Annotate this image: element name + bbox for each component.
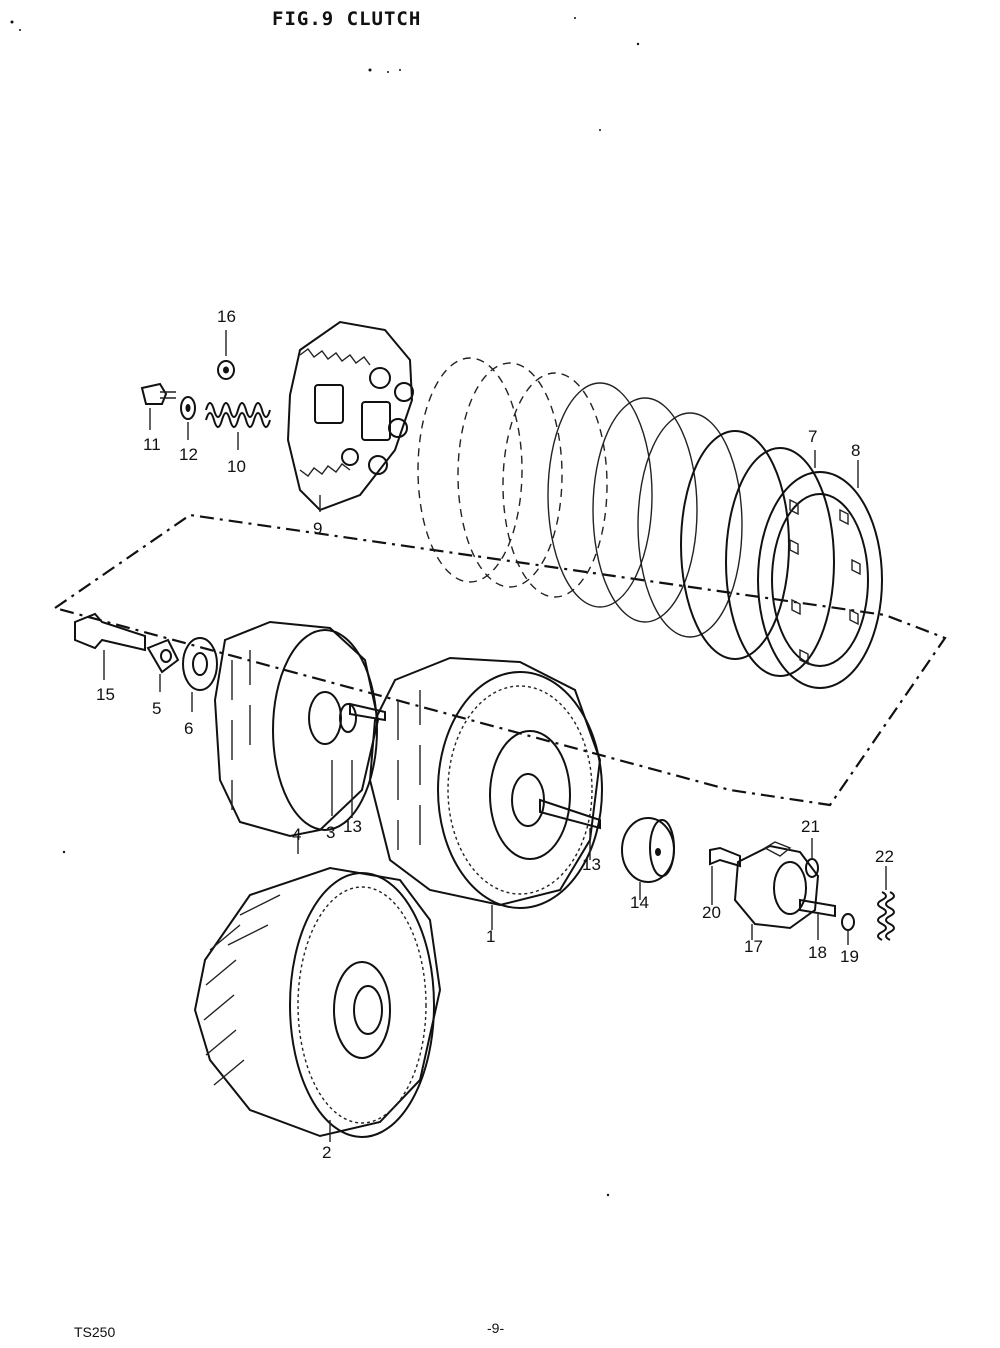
callout-7: 7 (808, 427, 817, 446)
page-number: -9- (487, 1320, 505, 1336)
figure-title: FIG.9 CLUTCH (272, 8, 422, 30)
callout-17: 17 (744, 937, 763, 956)
callout-22: 22 (875, 847, 894, 866)
model-code: TS250 (74, 1324, 116, 1340)
callout-11: 11 (143, 435, 161, 454)
part-12-washer (180, 396, 196, 440)
scan-specks (10, 17, 640, 1197)
callout-9: 9 (313, 519, 322, 538)
callout-21: 21 (801, 817, 820, 836)
callout-10: 10 (227, 457, 246, 476)
part-15-push-rod (74, 612, 146, 680)
part-22-spring (877, 866, 895, 941)
part-13-pin-a (349, 702, 386, 818)
callout-12: 12 (179, 445, 198, 464)
callout-16: 16 (217, 307, 236, 326)
part-14-bearing (621, 817, 675, 900)
part-9-pressure-plate (286, 320, 414, 512)
part-11-screw (140, 382, 176, 430)
callout-2: 2 (322, 1143, 331, 1162)
part-10-spring (205, 402, 271, 450)
part-3-washer (331, 703, 357, 816)
callout-13a: 13 (343, 817, 362, 836)
callout-labels: 16 11 12 10 9 7 8 15 5 6 4 3 13 13 1 14 … (96, 307, 894, 1162)
part-20-screw (709, 846, 741, 905)
callout-6: 6 (184, 719, 193, 738)
part-2-clutch-housing-rear (193, 866, 442, 1142)
callout-14: 14 (630, 893, 649, 912)
callout-5: 5 (152, 699, 161, 718)
part-17-release-body (733, 841, 820, 940)
plate-set-boundary (52, 513, 947, 807)
callout-8: 8 (851, 441, 860, 460)
callout-18: 18 (808, 943, 827, 962)
callout-1: 1 (486, 927, 495, 946)
part-1-clutch-housing (368, 656, 603, 930)
part-16-nut (217, 330, 235, 380)
callout-3: 3 (326, 823, 335, 842)
part-21-nut (805, 838, 819, 878)
part-19-nut (841, 913, 855, 945)
part-18-release-screw (799, 898, 836, 940)
callout-4: 4 (292, 825, 301, 844)
part-5-bushing (146, 638, 180, 692)
callout-15: 15 (96, 685, 115, 704)
callout-19: 19 (840, 947, 859, 966)
clutch-plate-stack (417, 357, 883, 689)
part-6-washer (182, 637, 218, 712)
callout-20: 20 (702, 903, 721, 922)
callout-13b: 13 (582, 855, 601, 874)
